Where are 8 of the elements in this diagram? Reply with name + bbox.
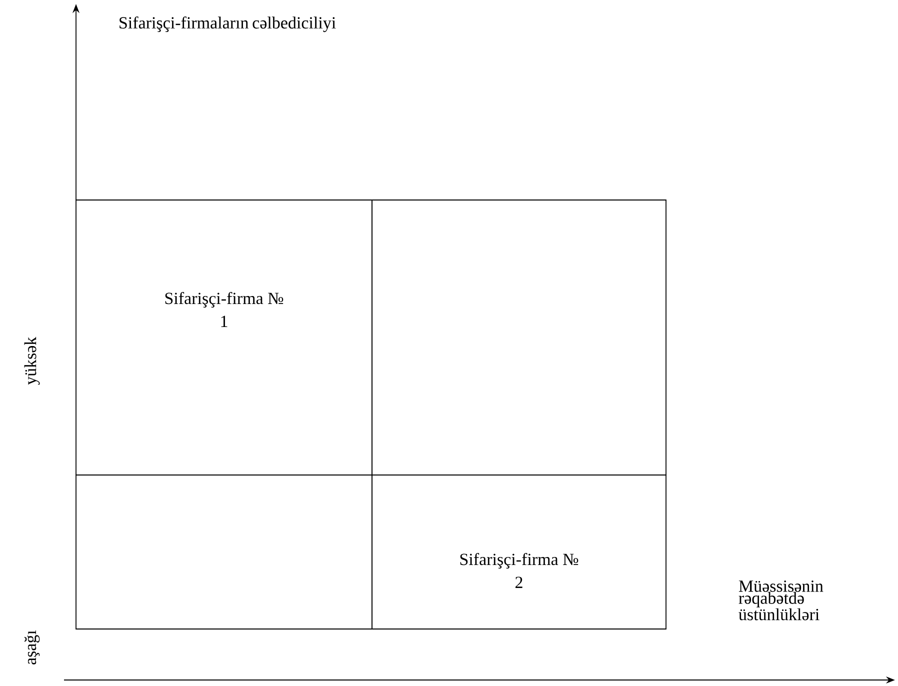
axis-label: aşağı [24,630,40,664]
axis-label: Sifarişçi-firmaların cəlbediciliyi [120,16,336,32]
quadrant-box [372,200,666,476]
quadrant-box [76,474,372,630]
axis-label: yüksək [24,336,40,385]
quadrant-box: Sifarişçi-firma № 2 [372,474,666,630]
quadrant-box: Sifarişçi-firma № 1 [76,200,372,476]
axis-label: Müəssisənin rəqabətdə üstünlükləri [738,580,824,620]
